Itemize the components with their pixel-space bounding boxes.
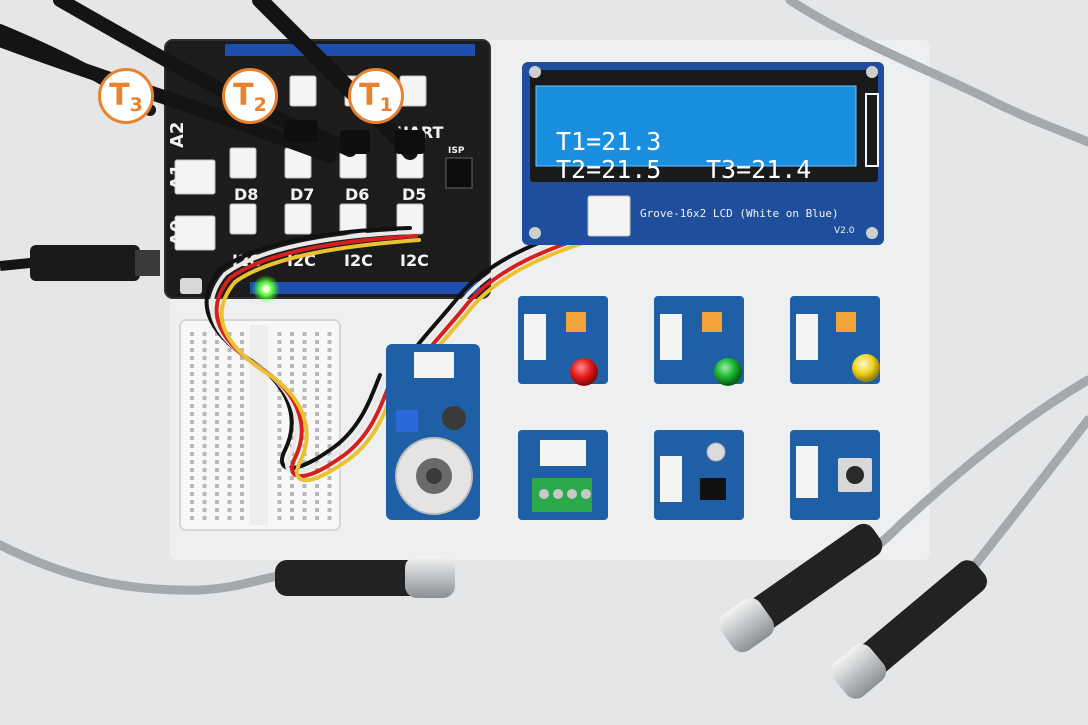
temperature-probe-bottom-right-1 xyxy=(718,523,883,653)
dc-power-plug xyxy=(0,245,160,281)
temperature-probe-bottom-right-2 xyxy=(830,560,987,699)
lcd-reading-t1: T1=21.3 xyxy=(556,127,662,156)
label-d8: D8 xyxy=(234,185,258,204)
callout-t2-letter: T xyxy=(233,78,254,113)
label-d6: D6 xyxy=(345,185,369,204)
lcd-module-title: Grove-16x2 LCD (White on Blue) xyxy=(640,207,839,220)
probe-cables xyxy=(0,0,1088,595)
lcd-module xyxy=(522,62,884,245)
power-led xyxy=(252,275,280,303)
callout-t2-index: 2 xyxy=(253,93,267,116)
callout-t1-index: 1 xyxy=(379,93,393,116)
label-d7: D7 xyxy=(290,185,314,204)
light-sensor-module xyxy=(654,430,744,520)
button-module xyxy=(790,430,880,520)
lcd-row-2: T2=21.5 xyxy=(556,128,661,184)
label-i2c-3: I2C xyxy=(344,251,373,270)
lcd-screen: T1=21.3 T3=21.4 T2=21.5 xyxy=(546,96,846,184)
label-a0: A0 xyxy=(167,220,188,246)
callout-t3-index: 3 xyxy=(129,93,143,116)
temperature-probe-bottom-left xyxy=(275,556,455,598)
callout-t3-letter: T xyxy=(109,78,130,113)
breadboard xyxy=(179,319,341,531)
label-a2: A2 xyxy=(167,122,188,148)
led-module-red xyxy=(518,296,608,386)
led-module-yellow xyxy=(790,296,880,384)
label-d5: D5 xyxy=(402,185,426,204)
lcd-reading-t3: T3=21.4 xyxy=(706,155,812,184)
lcd-row-1: T1=21.3 T3=21.4 xyxy=(556,100,811,184)
label-i2c-4: I2C xyxy=(400,251,429,270)
lcd-reading-t2: T2=21.5 xyxy=(556,155,662,184)
screw-terminal-module xyxy=(518,430,608,520)
led-module-green xyxy=(654,296,744,386)
lcd-module-version: V2.0 xyxy=(834,226,855,236)
inserted-probe-ends xyxy=(284,120,425,154)
label-isp: ISP xyxy=(448,146,465,156)
buzzer-module xyxy=(386,344,480,520)
label-a1: A1 xyxy=(167,164,188,190)
callout-t1-letter: T xyxy=(359,78,380,113)
